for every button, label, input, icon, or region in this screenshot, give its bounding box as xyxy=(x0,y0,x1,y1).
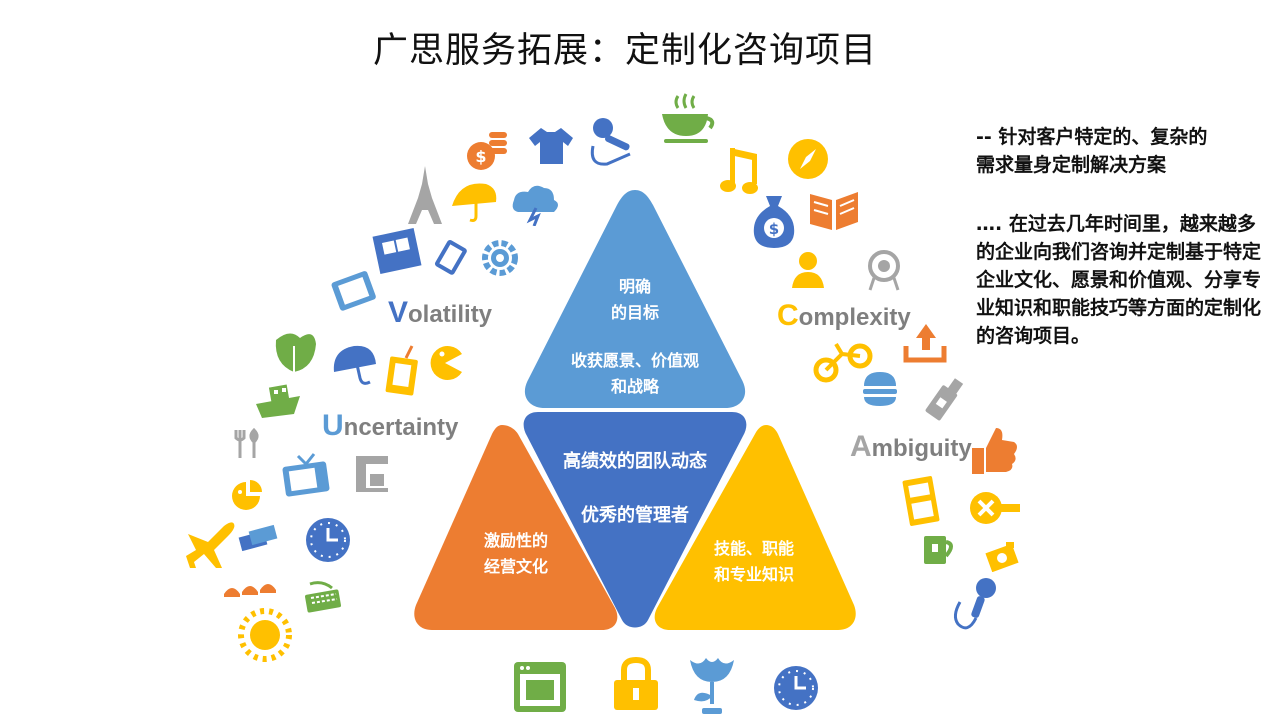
target-icon xyxy=(868,250,900,291)
umbrella-icon xyxy=(333,345,376,385)
eiffel-tower-icon xyxy=(408,166,442,224)
utensils-icon xyxy=(234,428,259,458)
juice-icon xyxy=(385,345,418,396)
browser-window-icon xyxy=(514,662,566,712)
center-triangle-line1: 高绩效的团队动态 xyxy=(563,451,707,472)
complexity-rest: omplexity xyxy=(798,304,911,331)
pacman-icon xyxy=(430,346,462,380)
burger-icon xyxy=(863,372,897,406)
flower-icon xyxy=(690,658,734,714)
money-stack-icon xyxy=(238,524,278,552)
top-triangle-line4: 和战略 xyxy=(610,377,659,396)
right-triangle-text: 技能、职能 和专业知识 xyxy=(694,536,814,588)
hats-icon xyxy=(224,584,276,597)
microphone-icon xyxy=(590,118,631,166)
gear-icon xyxy=(482,240,518,276)
pyramid-center-triangle xyxy=(523,412,747,628)
left-triangle-line2: 经营文化 xyxy=(483,557,548,576)
cloud-storm-icon xyxy=(512,185,558,226)
no-entry-icon xyxy=(970,492,1020,524)
pyramid-diagram xyxy=(414,190,856,630)
clock-icon xyxy=(306,518,350,562)
camera-icon xyxy=(985,542,1019,572)
ambiguity-rest: mbiguity xyxy=(871,435,972,462)
side-text-paragraph: …. 在过去几年时间里，越来越多的企业向我们咨询并定制基于特定企业文化、愿景和价… xyxy=(976,213,1262,347)
microphone-icon xyxy=(953,578,996,630)
bicycle-icon xyxy=(813,342,873,383)
uncertainty-initial: U xyxy=(322,409,344,442)
volatility-rest: olatility xyxy=(408,301,493,328)
money-bag-icon: $ xyxy=(753,196,795,248)
side-text-line2: 需求量身定制解决方案 xyxy=(976,154,1167,176)
center-triangle-line2: 优秀的管理者 xyxy=(581,505,689,526)
left-triangle-line1: 激励性的 xyxy=(483,531,548,550)
volatility-initial: V xyxy=(388,296,409,329)
top-triangle-line3: 收获愿景、价值观 xyxy=(570,351,699,370)
lock-icon xyxy=(614,656,658,710)
tv-icon xyxy=(331,271,376,311)
pie-chart-icon xyxy=(232,480,262,510)
coins-icon: $ xyxy=(467,132,507,170)
center-triangle-text: 高绩效的团队动态 优秀的管理者 xyxy=(540,448,730,530)
book-icon xyxy=(810,192,858,230)
music-note-icon xyxy=(720,148,758,194)
uncertainty-label: Uncertainty xyxy=(322,409,458,443)
top-triangle-text: 明确 的目标 收获愿景、价值观 和战略 xyxy=(555,274,715,400)
plane-icon xyxy=(186,522,235,568)
umbrella-icon xyxy=(452,183,497,222)
keyboard-icon xyxy=(305,581,341,613)
mug-icon xyxy=(924,536,953,564)
complexity-initial: C xyxy=(777,299,799,332)
svg-text:$: $ xyxy=(769,220,779,238)
ambiguity-label: Ambiguity xyxy=(850,430,972,464)
sun-icon xyxy=(238,608,292,662)
left-triangle-text: 激励性的 经营文化 xyxy=(456,528,576,580)
coffee-cup-icon xyxy=(662,93,715,143)
refrigerator-icon xyxy=(902,476,940,526)
boat-icon xyxy=(256,384,300,418)
volatility-label: Volatility xyxy=(388,296,492,330)
clock-icon xyxy=(774,666,818,710)
pyramid-right-triangle xyxy=(654,425,856,630)
keyboard-icon xyxy=(434,239,467,275)
top-triangle-line2: 的目标 xyxy=(610,303,659,322)
compass-icon xyxy=(788,139,828,179)
usb-drive-icon xyxy=(925,378,964,421)
side-text-line1: -- 针对客户特定的、复杂的 xyxy=(976,126,1208,148)
pyramid-left-triangle xyxy=(414,425,618,630)
tv-icon xyxy=(282,453,330,497)
uncertainty-rest: ncertainty xyxy=(343,414,459,441)
top-triangle-line1: 明确 xyxy=(618,277,651,296)
thumbs-up-icon xyxy=(972,428,1017,474)
side-text-intro: -- 针对客户特定的、复杂的 需求量身定制解决方案 xyxy=(976,123,1266,179)
complexity-label: Complexity xyxy=(777,299,911,333)
pyramid-top-triangle xyxy=(524,190,746,408)
upload-icon xyxy=(903,324,947,363)
person-icon xyxy=(792,252,824,288)
leaf-icon xyxy=(275,333,316,372)
svg-text:$: $ xyxy=(475,147,486,166)
shirt-icon xyxy=(529,128,573,164)
right-triangle-line1: 技能、职能 xyxy=(713,539,794,558)
coffee-machine-icon xyxy=(356,456,388,492)
ambiguity-initial: A xyxy=(850,430,872,463)
page-title: 广思服务拓展：定制化咨询项目 xyxy=(372,31,877,71)
film-strip-icon xyxy=(372,228,422,274)
right-triangle-line2: 和专业知识 xyxy=(713,565,794,584)
